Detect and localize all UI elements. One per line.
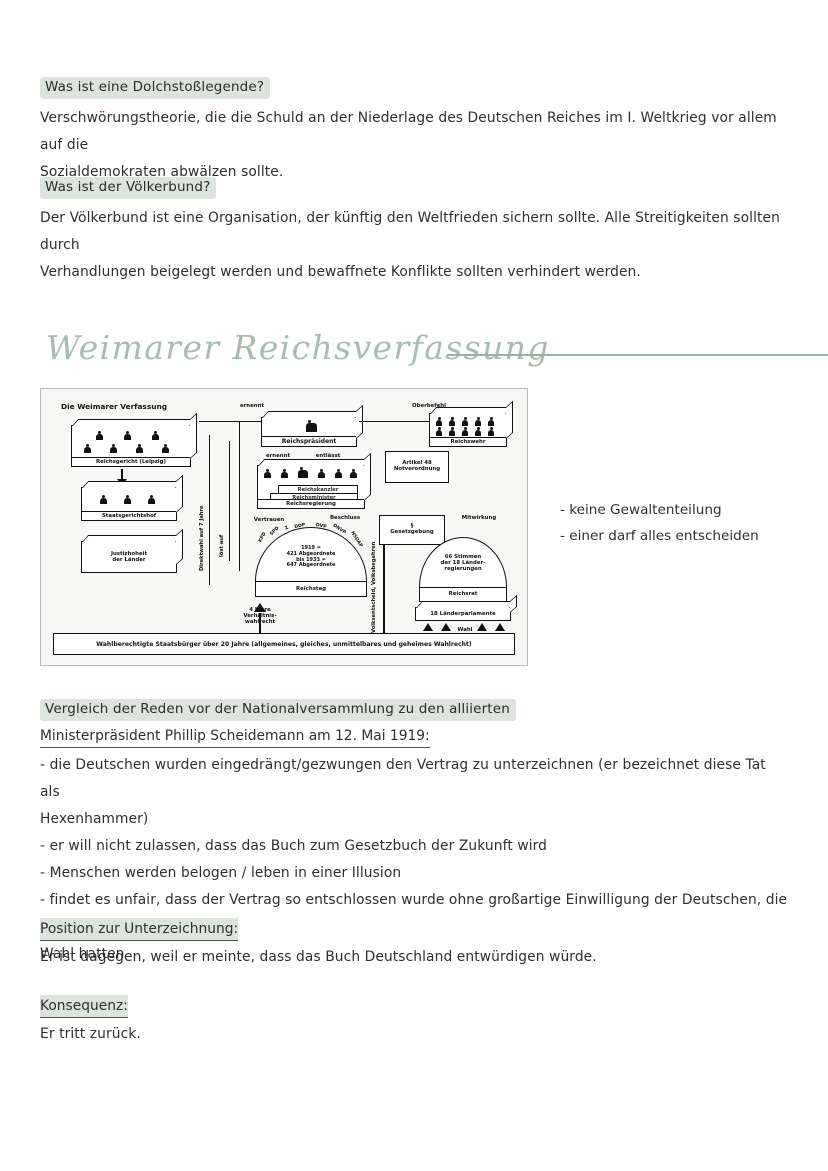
section-title: Weimarer Reichsverfassung: [46, 328, 550, 367]
box-label-reichswehr: Reichswehr: [430, 437, 506, 445]
box-label-reichsrat: Reichsrat: [448, 591, 478, 598]
box-label-artikel-48: Artikel 48 Notverordnung: [393, 460, 441, 473]
connector-ernennt-top: [199, 421, 309, 423]
qa-block-dolchstosslegende: Was ist eine Dolchstoßlegende? Verschwör…: [40, 76, 788, 186]
arrowhead: [254, 603, 266, 612]
bullet-line: Wahl hatten: [40, 946, 125, 962]
box-label-gesetzgebung: § Gesetzgebung: [390, 523, 434, 536]
box-reichswehr: Reichswehr: [429, 413, 507, 447]
box-label-reichspraesident: Reichspräsident: [262, 436, 356, 445]
diagram-footer-bar: Wahlberechtigte Staatsbürger über 20 Jah…: [53, 633, 515, 655]
section-title-rule: [448, 354, 828, 356]
box-reichsregierung: Reichskanzler Reichsminister Reichsregie…: [257, 465, 365, 509]
box-label-reichstag: Reichstag: [296, 585, 326, 592]
label-ernennt-top: ernennt: [239, 403, 265, 409]
label-beschluss: Beschluss: [329, 515, 361, 521]
connector-vertical-1: [209, 435, 211, 585]
label-wahl: Wahl: [457, 627, 473, 633]
arrowhead: [477, 623, 487, 631]
connector-oberbefehl: [359, 421, 429, 423]
answer-line: Verhandlungen beigelegt werden und bewaf…: [40, 264, 641, 280]
connector-vertical-2: [229, 441, 231, 561]
arrowhead: [495, 623, 505, 631]
position-section: Position zur Unterzeichnung: Er ist dage…: [40, 918, 788, 971]
box-reichspraesident: Reichspräsident: [261, 417, 357, 447]
arrowhead: [423, 623, 433, 631]
bullet-line: - Menschen werden belogen / leben in ein…: [40, 865, 402, 881]
label-mitwirkung: Mitwirkung: [461, 515, 497, 521]
box-label-staatsgerichtshof: Staatsgerichtshof: [82, 511, 176, 519]
answer-line: Verschwörungstheorie, die die Schuld an …: [40, 110, 777, 153]
connector-wahl-reichstag: [259, 613, 261, 639]
question-pill-1: Was ist eine Dolchstoßlegende?: [40, 77, 271, 99]
weimar-constitution-diagram: Die Weimarer Verfassung Reichsgericht (L…: [40, 388, 528, 666]
consequence-text: Er tritt zurück.: [40, 1026, 141, 1042]
speaker-heading: Ministerpräsident Phillip Scheidemann am…: [40, 725, 430, 748]
party-kpd: KPD: [258, 531, 268, 544]
label-entlaesst: entlässt: [315, 453, 341, 459]
box-label-laenderparlamente: 18 Länderparlamente: [430, 611, 496, 617]
bullet-line: - er will nicht zulassen, dass das Buch …: [40, 838, 548, 854]
diagram-caption: Die Weimarer Verfassung: [61, 402, 168, 411]
answer-line: Sozialdemokraten abwälzen sollte.: [40, 164, 284, 180]
bullet-line: Hexenhammer): [40, 811, 149, 827]
arrow-reichsgericht-staatsgerichtshof: [121, 469, 123, 481]
box-gesetzgebung: § Gesetzgebung: [379, 515, 445, 545]
label-ernennt-mid: ernennt: [265, 453, 291, 459]
box-laenderparlamente: 18 Länderparlamente: [415, 607, 511, 621]
box-justizhoheit: Justizhoheit der Länder: [81, 541, 177, 573]
consequence-section: Konsequenz: Er tritt zurück.: [40, 995, 788, 1048]
bullet-line: - die Deutschen wurden eingedrängt/gezwu…: [40, 757, 766, 800]
box-label-justizhoheit: Justizhoheit der Länder: [110, 551, 148, 564]
box-artikel-48: Artikel 48 Notverordnung: [385, 451, 449, 483]
connector-volksentscheid: [383, 545, 385, 639]
label-reichstag-seats: 1919 = 421 Abgeordnete bis 1933 = 647 Ab…: [286, 545, 336, 569]
box-reichsgericht: Reichsgericht (Leipzig): [71, 425, 191, 467]
section-title-row: Weimarer Reichsverfassung: [46, 326, 828, 380]
position-text: Er ist dagegen, weil er meinte, dass das…: [40, 949, 597, 965]
annotation-line: - keine Gewaltenteilung: [560, 502, 722, 518]
label-oberbefehl: Oberbefehl: [412, 403, 446, 409]
box-reichsrat: Reichsrat: [419, 587, 507, 602]
diagram-annotations: - keine Gewaltenteilung - einer darf all…: [560, 497, 759, 549]
label-loest-auf: löst auf: [219, 534, 225, 557]
comparison-pill: Vergleich der Reden vor der Nationalvers…: [40, 699, 516, 721]
box-staatsgerichtshof: Staatsgerichtshof: [81, 487, 177, 521]
label-volksentscheid: Volksentscheid, Volksbegehren: [371, 541, 377, 633]
box-label-reichsregierung: Reichsregierung: [258, 499, 364, 507]
consequence-heading: Konsequenz:: [40, 995, 128, 1018]
box-reichstag: Reichstag: [255, 581, 367, 597]
annotation-line: - einer darf alles entscheiden: [560, 528, 759, 544]
label-direktwahl: Direktwahl auf 7 Jahre: [199, 505, 205, 571]
arrowhead: [441, 623, 451, 631]
box-label-reichsgericht: Reichsgericht (Leipzig): [72, 457, 190, 465]
question-pill-2: Was ist der Völkerbund?: [40, 177, 217, 199]
label-reichsrat-stimmen: 66 Stimmen der 18 Länder- regierungen: [440, 554, 486, 573]
position-heading: Position zur Unterzeichnung:: [40, 918, 239, 941]
qa-block-voelkerbund: Was ist der Völkerbund? Der Völkerbund i…: [40, 176, 788, 286]
label-vertrauen: Vertrauen: [253, 517, 285, 523]
label-vier-jahre: 4 Jahre Verhältnis- wahlrecht: [243, 607, 277, 626]
answer-line: Der Völkerbund ist eine Organisation, de…: [40, 210, 780, 253]
connector-vertical-3: [239, 421, 241, 571]
